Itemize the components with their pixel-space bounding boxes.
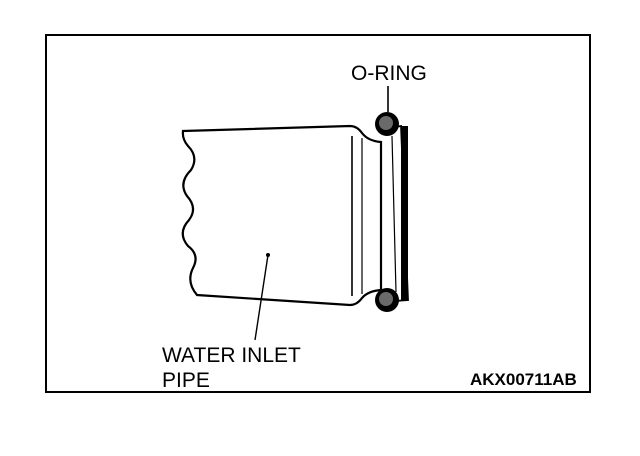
pipe-body (181, 124, 383, 307)
water-inlet-pipe-label-line2: PIPE (162, 369, 210, 392)
water-inlet-pipe-label: WATER INLET (162, 344, 301, 367)
diagram-frame (45, 34, 591, 393)
o-ring-label: O-RING (351, 62, 427, 85)
flange-face (401, 126, 408, 300)
flange-inner-line (391, 135, 397, 293)
figure-code: AKX00711AB (470, 370, 577, 389)
pipe-leader (254, 254, 269, 341)
